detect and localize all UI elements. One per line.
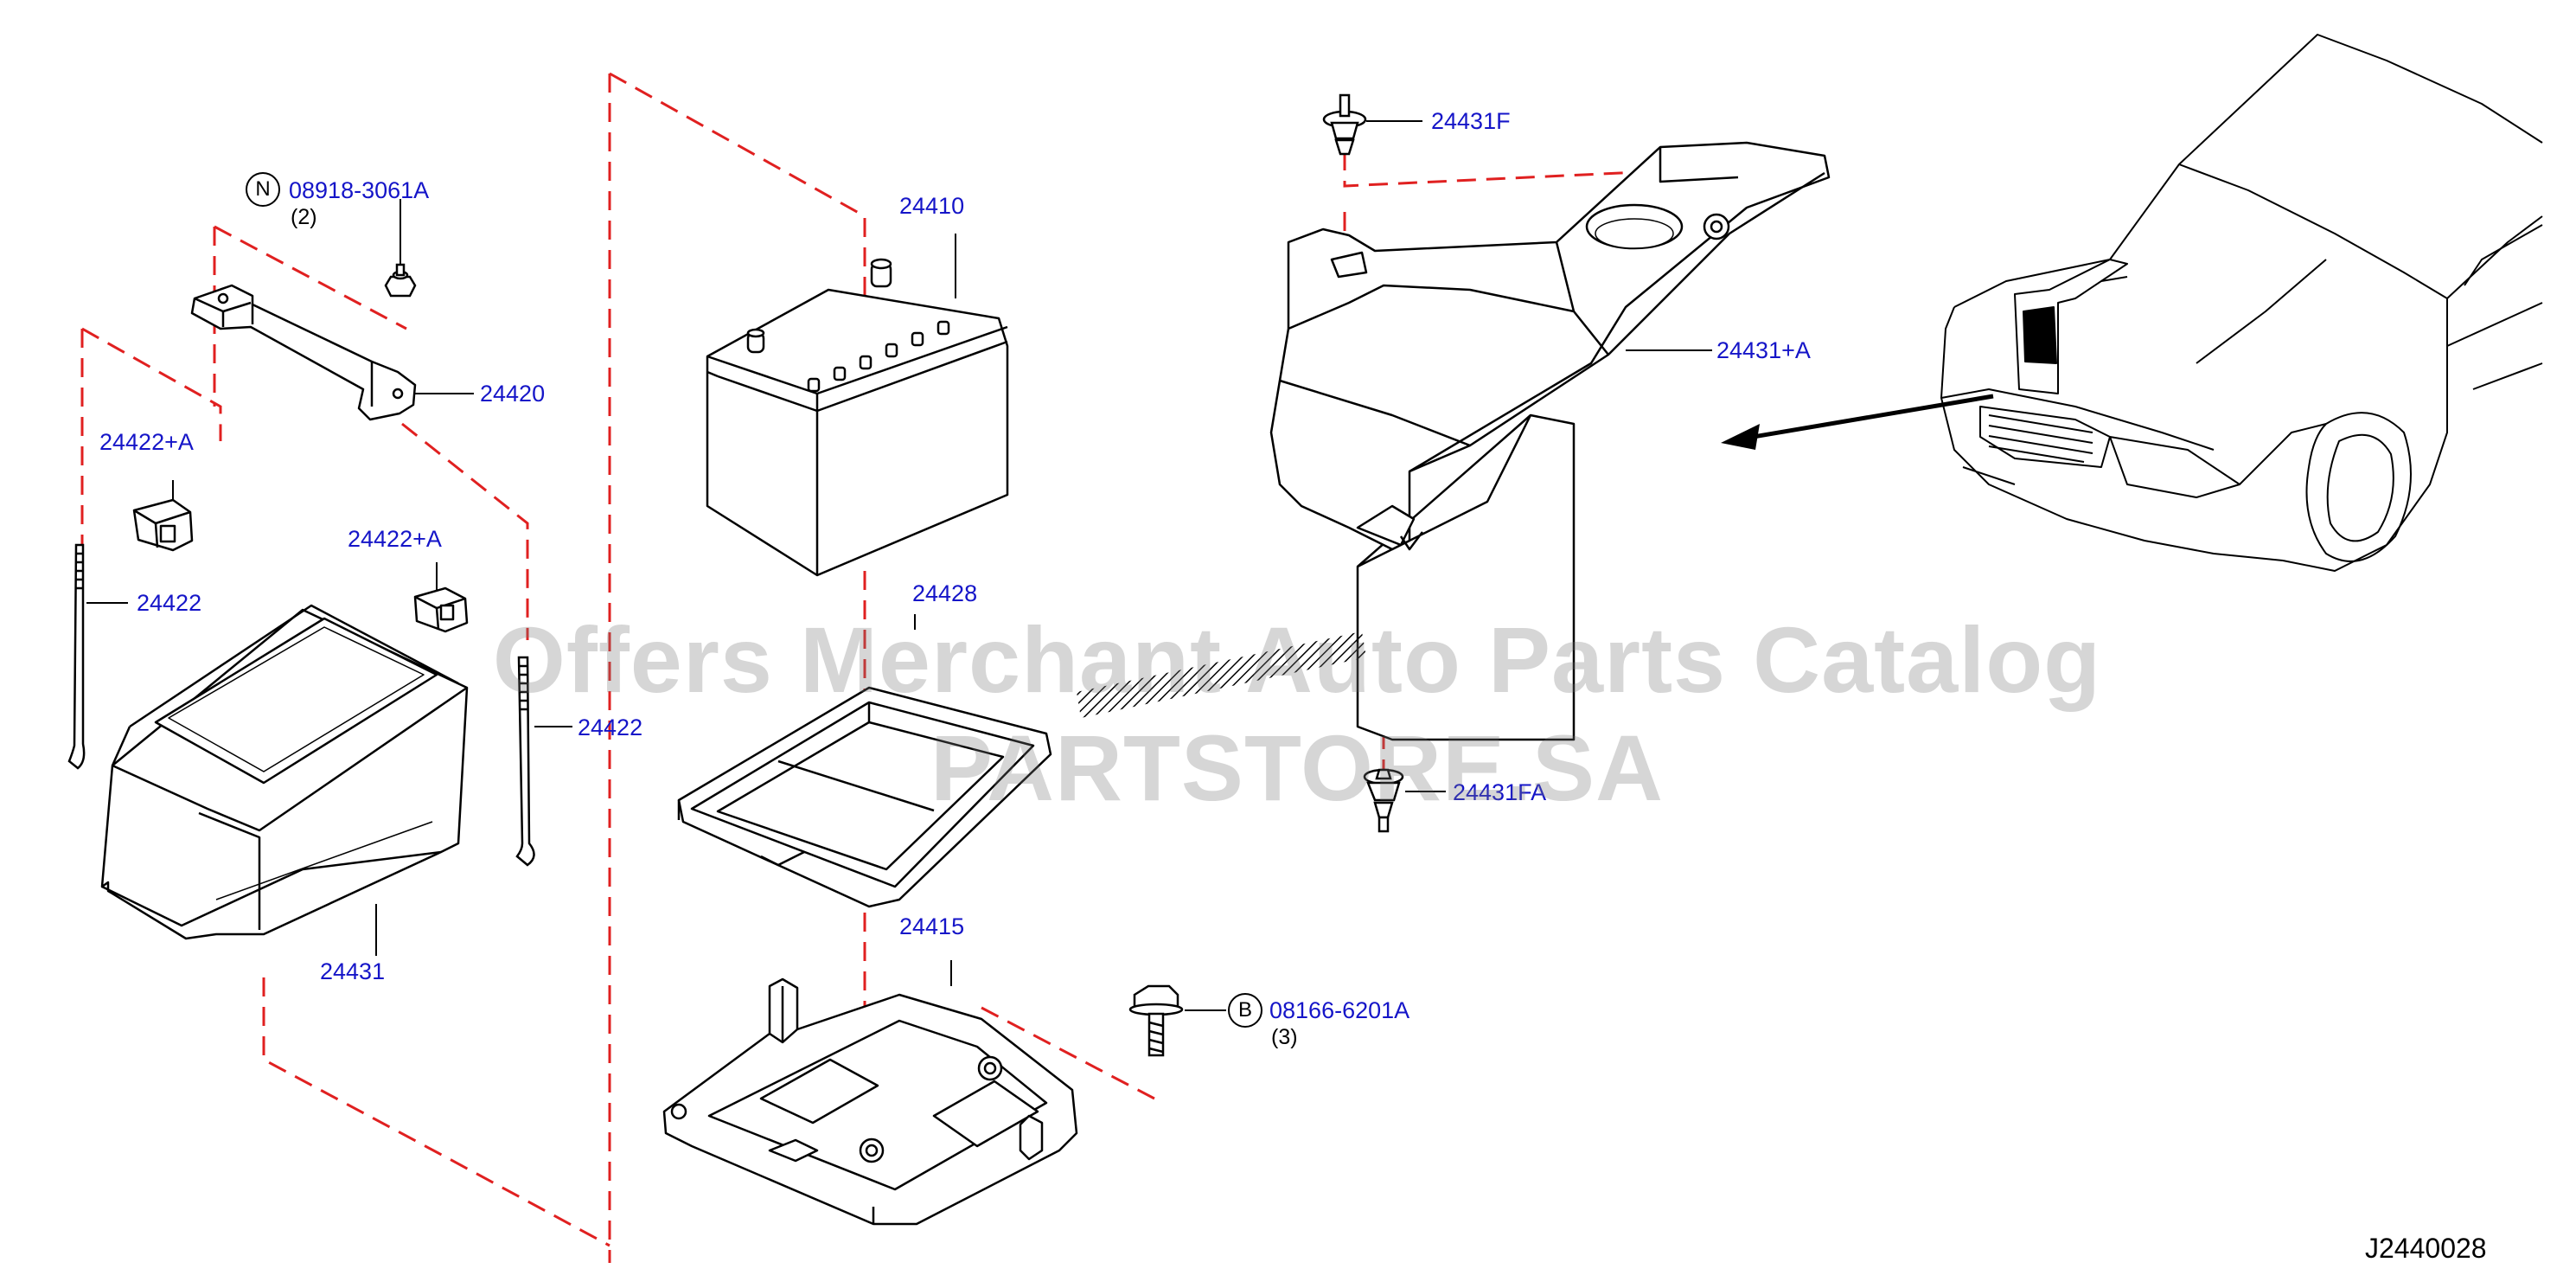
- quantity-08166-6201A: (3): [1271, 1025, 1298, 1049]
- view-arrow-hatched: [1077, 631, 1366, 718]
- callout-08166-6201A[interactable]: 08166-6201A: [1269, 997, 1410, 1023]
- hold-down-rod-right: [515, 656, 535, 867]
- location-arrow: [1721, 394, 1994, 450]
- note-badge-b: B: [1228, 993, 1262, 1028]
- nut-08918: [384, 263, 417, 298]
- battery-cover-24431A: [1269, 141, 1831, 741]
- callout-24410[interactable]: 24410: [899, 193, 965, 219]
- callout-24431FA[interactable]: 24431FA: [1453, 779, 1547, 805]
- battery-frame-24420: [190, 284, 417, 421]
- callout-24431A[interactable]: 24431+A: [1716, 337, 1811, 363]
- bolt-08166: [1128, 984, 1184, 1057]
- callout-24431F[interactable]: 24431F: [1431, 108, 1511, 134]
- battery-24410: [706, 258, 1009, 577]
- callout-24422-left[interactable]: 24422: [137, 590, 202, 616]
- clip-24422A-left: [132, 498, 194, 552]
- battery-tray-24428: [677, 686, 1052, 908]
- note-badge-n: N: [246, 172, 280, 207]
- dashed-assembly-lines: [80, 72, 1713, 1263]
- clip-24422A-right: [413, 586, 469, 633]
- leader-lines: [86, 120, 1712, 1011]
- callout-24415[interactable]: 24415: [899, 913, 965, 939]
- diagram-id: J2440028: [2365, 1233, 2487, 1264]
- callout-24428[interactable]: 24428: [912, 580, 978, 606]
- battery-bracket-24415: [662, 977, 1078, 1226]
- battery-terminals: [746, 258, 950, 393]
- callout-24422-right[interactable]: 24422: [578, 714, 643, 740]
- callout-24422A-right[interactable]: 24422+A: [348, 526, 442, 552]
- callout-08918-3061A[interactable]: 08918-3061A: [289, 177, 430, 203]
- car-outline: [1940, 34, 2543, 572]
- quantity-08918-3061A: (2): [291, 205, 317, 229]
- clip-24431F: [1322, 93, 1367, 156]
- battery-cover-24431: [100, 604, 469, 940]
- hold-down-rod-left: [67, 543, 86, 770]
- callout-24422A-left[interactable]: 24422+A: [99, 429, 194, 455]
- callout-24420[interactable]: 24420: [480, 381, 546, 407]
- callout-24431[interactable]: 24431: [320, 958, 386, 984]
- clip-24431FA: [1363, 768, 1404, 833]
- car-battery-cover-highlight: [2014, 259, 2128, 394]
- watermark-text: Offers Merchant Auto Parts Catalog PARTS…: [492, 607, 2102, 820]
